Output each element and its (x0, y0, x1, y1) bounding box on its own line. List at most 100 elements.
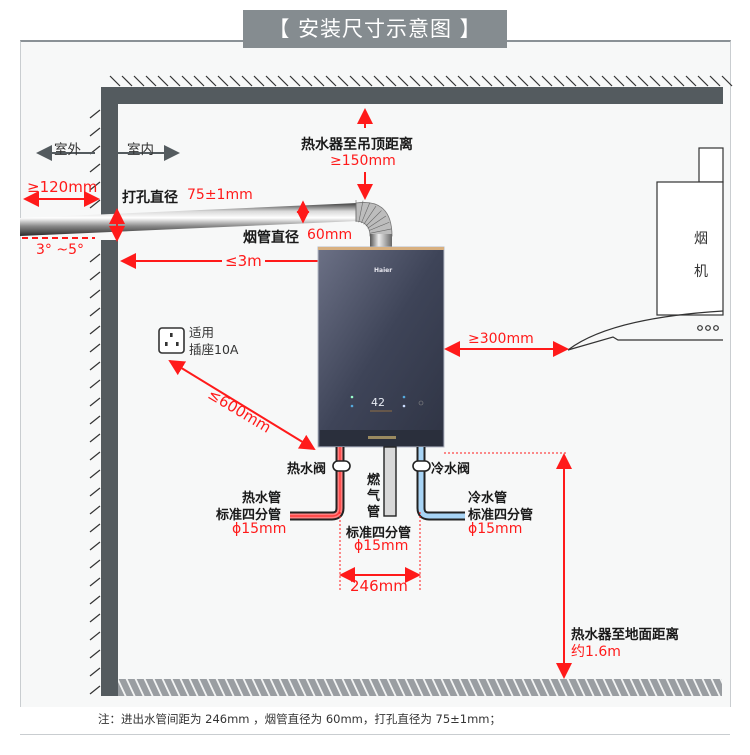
wall-hatch-mark (89, 271, 101, 281)
wall-hatch-mark (89, 685, 101, 695)
wall-hatch-mark (325, 75, 337, 87)
wall-hatch-mark (193, 75, 205, 87)
wall-hatch-mark (577, 75, 589, 87)
wall-hatch-mark (505, 75, 517, 87)
hot-pipe-size: ɸ15mm (232, 521, 287, 537)
socket-distance-arrow (168, 359, 316, 451)
ceiling-wall (101, 75, 733, 104)
hood-distance-value: ≥300mm (468, 331, 534, 347)
bottom-divider (20, 734, 730, 735)
wall-hatch-mark (89, 505, 101, 515)
wall-hatch-mark (421, 75, 433, 87)
floor (118, 679, 722, 696)
wall-hatch-mark (89, 595, 101, 605)
heater-temperature-display: 42 (371, 396, 385, 409)
wall-hatch-mark (169, 75, 181, 87)
wall-hatch-mark (409, 75, 421, 87)
wall-hatch-mark (89, 163, 101, 173)
slope-angle-value: 3° ~5° (36, 242, 84, 258)
wall-hatch-mark (481, 75, 493, 87)
gas-pipe-char1: 燃 (367, 473, 381, 488)
gas-pipe-spec-label: 标准四分管 (346, 526, 412, 541)
wall-hatch-mark (625, 75, 637, 87)
wall-hatch-mark (133, 75, 145, 87)
wall-hatch-mark (361, 75, 373, 87)
wall-hatch-mark (89, 343, 101, 353)
wall-hatch-mark (685, 75, 697, 87)
cold-pipe-label-line1: 冷水管 (468, 491, 508, 506)
wall-hatch-mark (89, 289, 101, 299)
wall-hatch-mark (89, 325, 101, 335)
wall-hatch-mark (217, 75, 229, 87)
wall-hatch-mark (89, 541, 101, 551)
wall-hatch-mark (145, 75, 157, 87)
wall-hatch-mark (229, 75, 241, 87)
wall-hatch-mark (721, 75, 733, 87)
wall-hatch-mark (589, 75, 601, 87)
wall-hatch-mark (241, 75, 253, 87)
wall-hatch-mark (253, 75, 265, 87)
floor-distance-value: 约1.6m (571, 644, 621, 660)
flue-diameter-value: 60mm (307, 227, 353, 243)
cold-valve-label: 冷水阀 (431, 462, 471, 477)
wall-hatch-mark (613, 75, 625, 87)
wall-hatch-mark (397, 75, 409, 87)
range-hood (567, 147, 724, 351)
elbow-ring (368, 221, 390, 231)
wall-hatch-mark (289, 75, 301, 87)
flue-pipe-vertical (370, 234, 392, 248)
wall-hatch-mark (433, 75, 445, 87)
hot-valve-label: 热水阀 (287, 462, 327, 477)
elbow-ring (365, 210, 382, 227)
wall-hatch-mark (89, 379, 101, 389)
socket-label-line1: 适用 (189, 325, 215, 340)
pipe-spacing-value: 246mm (350, 577, 408, 595)
wall-clearance-value: ≥120mm (27, 178, 98, 196)
wall-hatch-mark (673, 75, 685, 87)
wall-hatch-mark (109, 75, 121, 87)
wall-hatch-mark (265, 75, 277, 87)
wall-hatch-mark (661, 75, 673, 87)
elbow-ring (361, 202, 371, 224)
hole-diameter-label: 打孔直径 (122, 190, 178, 206)
wall-hatch-mark (709, 75, 721, 87)
range-hood-label-char2: 机 (694, 264, 708, 280)
ceiling-distance-value: ≥150mm (330, 153, 396, 169)
gas-pipe-size: ɸ15mm (354, 538, 409, 554)
wall-hatch-mark (89, 577, 101, 587)
gas-pipe-char3: 管 (367, 505, 381, 520)
socket-label-line2: 插座10A (189, 342, 239, 357)
wall-hatch-mark (541, 75, 553, 87)
indoor-label: 室内 (127, 142, 154, 158)
flue-pipe-horizontal (20, 203, 358, 236)
wall-hatch-mark (205, 75, 217, 87)
diagram-title: 【 安装尺寸示意图 】 (243, 10, 507, 48)
gas-pipe (383, 446, 397, 517)
wall-hatch-mark (89, 361, 101, 371)
wall-hatch-mark (277, 75, 289, 87)
wall-hatch-mark (89, 433, 101, 443)
water-heater: Haier 42 (317, 246, 445, 448)
ceiling-distance-label: 热水器至吊顶距离 (301, 137, 413, 153)
outdoor-label: 室外 (54, 142, 81, 158)
wall-hatch-mark (89, 127, 101, 137)
wall-hatch-mark (697, 75, 709, 87)
elbow-ring (369, 228, 392, 234)
wall-hatch-mark (457, 75, 469, 87)
wall-hatch-mark (89, 469, 101, 479)
wall-hatch-mark (181, 75, 193, 87)
wall-hatch-mark (89, 631, 101, 641)
wall-hatch-mark (469, 75, 481, 87)
hot-water-pipe (290, 447, 351, 521)
wall-hatch-mark (89, 559, 101, 569)
wall-hatch-mark (529, 75, 541, 87)
wall-hatch-mark (637, 75, 649, 87)
cold-pipe-label-line2: 标准四分管 (468, 508, 534, 523)
wall-hatch-mark (89, 523, 101, 533)
wall-hatch-mark (385, 75, 397, 87)
floor-distance-label: 热水器至地面距离 (571, 627, 679, 643)
flue-diameter-label: 烟管直径 (243, 230, 299, 246)
wall-hatch-mark (373, 75, 385, 87)
wall-hatch-mark (89, 415, 101, 425)
